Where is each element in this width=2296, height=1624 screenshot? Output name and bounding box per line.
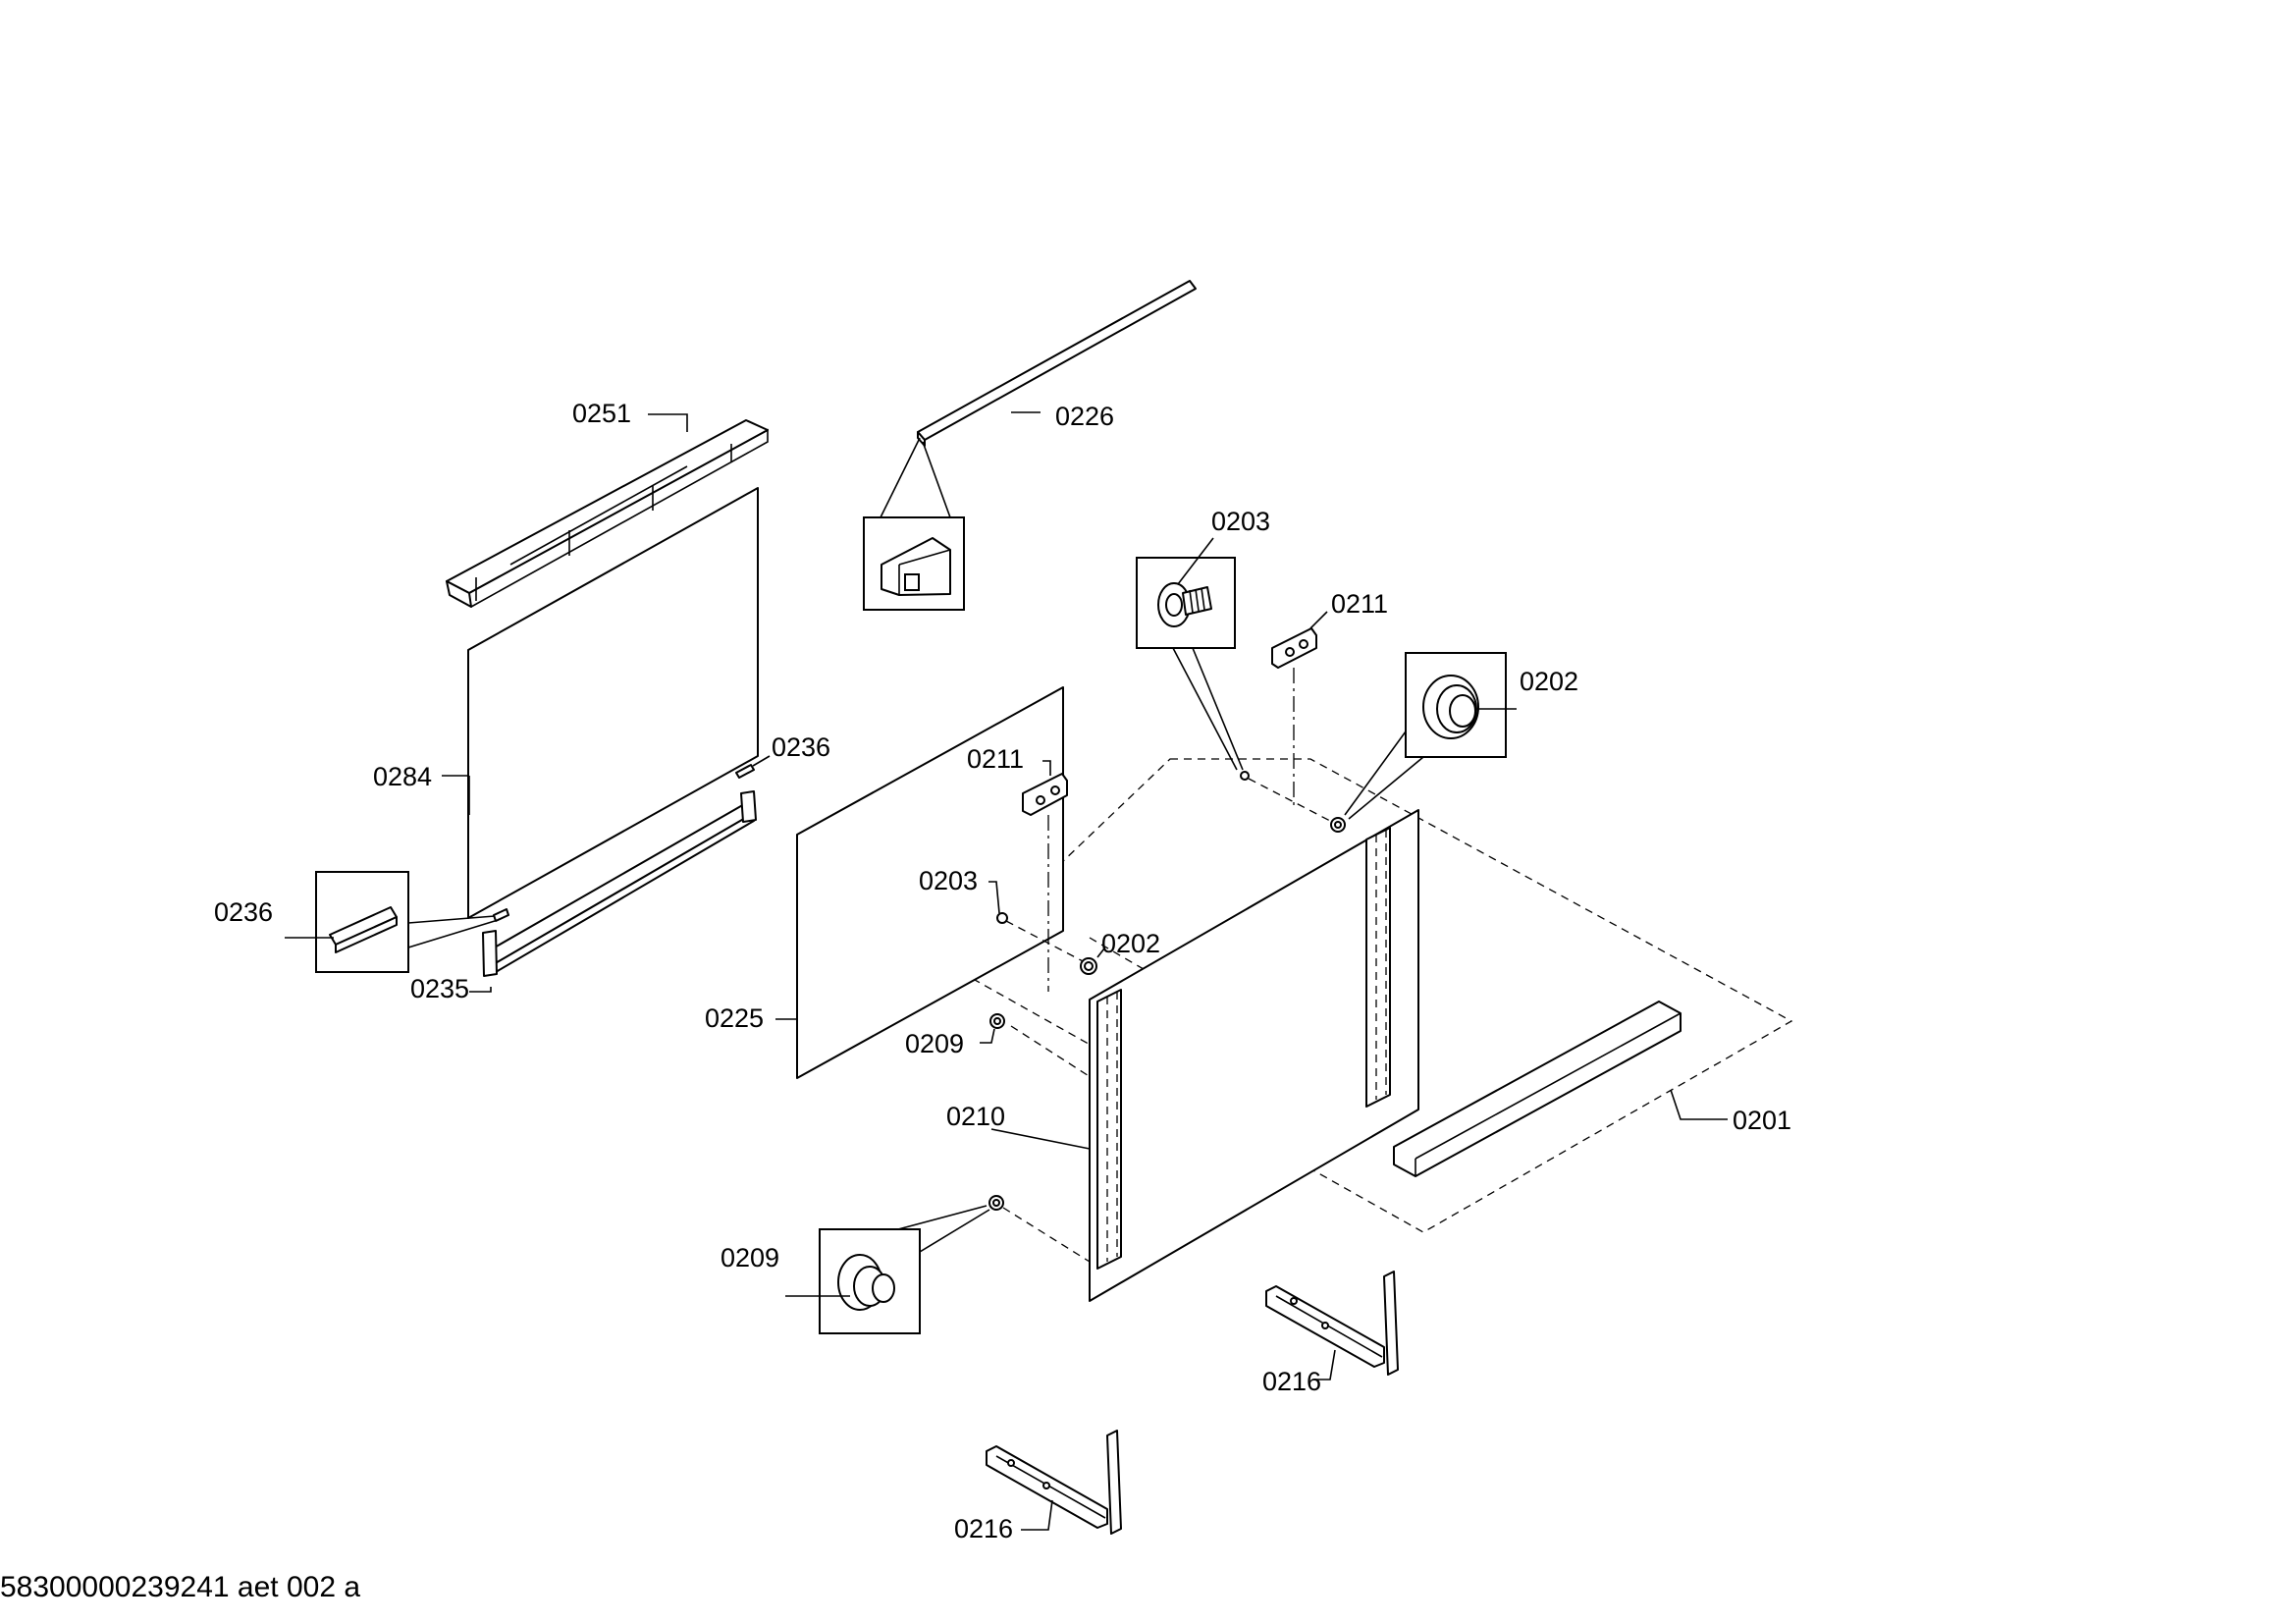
leader-0251 — [648, 413, 688, 432]
inset-0209 — [785, 1205, 990, 1334]
leader-0211-mid — [1042, 760, 1051, 776]
leader-0209-mid — [980, 1028, 995, 1044]
part-0209-foot-low[interactable] — [988, 1195, 1004, 1211]
label-0201: 0201 — [1733, 1106, 1791, 1135]
label-0209-low: 0209 — [721, 1243, 779, 1272]
part-0202-bumper-mid[interactable] — [1080, 957, 1097, 975]
label-0202-mid: 0202 — [1101, 929, 1160, 958]
leader-0225 — [775, 992, 798, 1020]
label-0216-low: 0216 — [954, 1514, 1013, 1543]
leader-0216-right — [1315, 1349, 1336, 1380]
part-0202-bumper-top[interactable] — [1330, 817, 1346, 833]
leader-0236-right — [752, 755, 771, 767]
part-0251-trim-strip[interactable] — [446, 419, 769, 608]
part-0203-screw-mid[interactable] — [996, 912, 1008, 924]
leader-0235 — [469, 987, 492, 993]
inset-0203 — [1136, 537, 1244, 771]
part-0203-screw-top[interactable] — [1240, 771, 1250, 781]
label-0202-top: 0202 — [1520, 667, 1578, 696]
label-0216-right: 0216 — [1262, 1367, 1321, 1396]
inset-0236 — [285, 871, 496, 973]
part-0201-outer-door[interactable] — [1089, 809, 1419, 1302]
label-0210: 0210 — [946, 1102, 1005, 1131]
part-0216-hinge-right[interactable] — [1265, 1271, 1399, 1376]
label-0209-mid: 0209 — [905, 1029, 964, 1058]
leader-0211-top — [1309, 611, 1328, 629]
part-0211-hinge-plate-mid[interactable] — [1022, 773, 1068, 816]
part-0284-inner-glass[interactable] — [467, 487, 759, 919]
part-0236-clip-right[interactable] — [735, 764, 755, 779]
leader-0203-mid — [988, 881, 1000, 914]
label-0236-left: 0236 — [214, 897, 273, 927]
label-0284: 0284 — [373, 762, 432, 791]
label-0235: 0235 — [410, 974, 469, 1003]
part-0201-handle[interactable] — [1393, 1001, 1682, 1177]
label-0211-mid: 0211 — [967, 744, 1024, 774]
leader-0216-low — [1021, 1499, 1053, 1531]
label-0203-mid: 0203 — [919, 866, 978, 895]
label-0203-top: 0203 — [1211, 507, 1270, 536]
label-0211-top: 0211 — [1331, 589, 1388, 619]
document-id: 58300000239241 aet 002 a — [0, 1571, 361, 1603]
part-0236-clip-left[interactable] — [493, 908, 509, 922]
part-0211-hinge-plate-top[interactable] — [1271, 627, 1317, 669]
label-0225: 0225 — [705, 1003, 764, 1033]
part-0216-hinge-low[interactable] — [986, 1430, 1122, 1535]
part-0209-foot-mid[interactable] — [989, 1013, 1005, 1029]
label-0226: 0226 — [1055, 402, 1114, 431]
leader-0210 — [990, 1128, 1091, 1150]
leader-0201 — [1670, 1089, 1728, 1120]
label-0251: 0251 — [572, 399, 631, 428]
inset-0202 — [1344, 652, 1517, 820]
leader-0202-mid — [1096, 947, 1105, 958]
part-0235-lower-rail[interactable] — [482, 790, 757, 977]
label-0236-right: 0236 — [772, 732, 830, 762]
inset-0226 — [863, 437, 965, 611]
